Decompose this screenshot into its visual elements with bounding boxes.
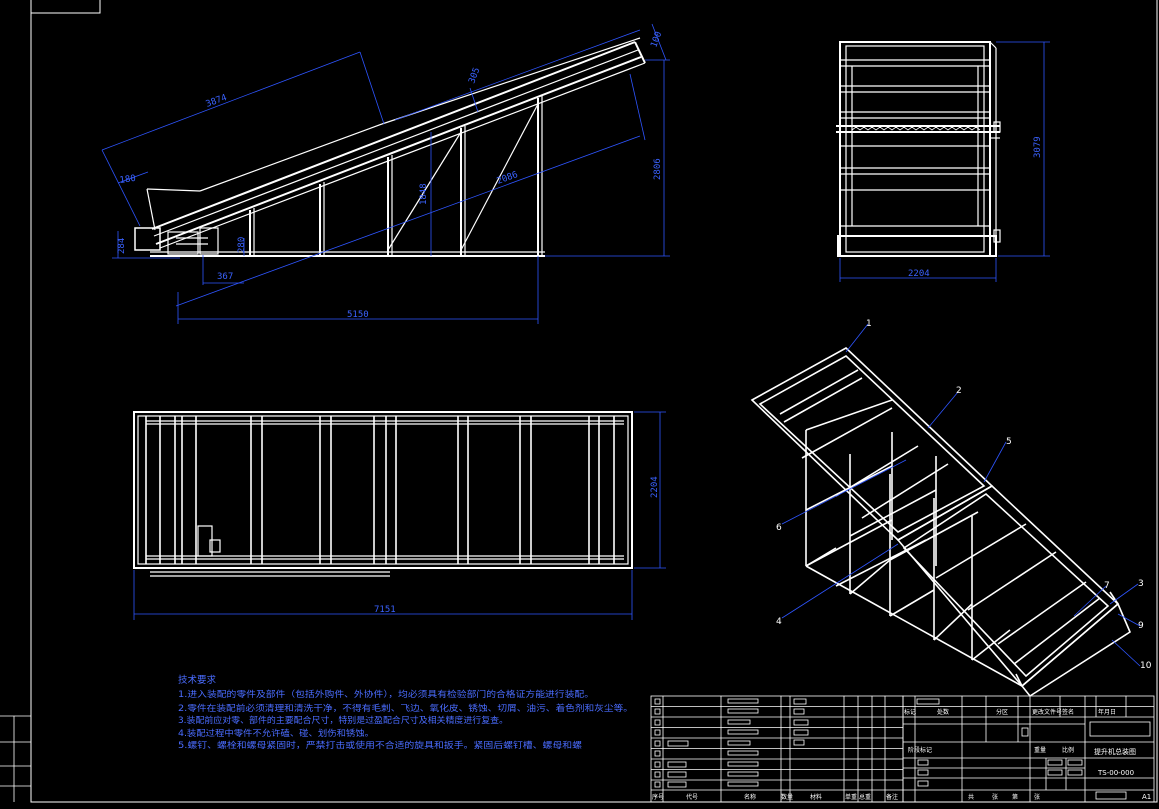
drawing-border	[30, 0, 1158, 803]
part-label-7: 7	[1104, 581, 1110, 591]
drawing-number: TS-00-000	[1097, 769, 1134, 777]
dim-left-height: 284	[117, 238, 127, 254]
dim-top-end: 100	[649, 30, 664, 49]
dim-incline-length: 3874	[205, 93, 229, 110]
dim-foot-length: 367	[217, 272, 233, 282]
rev-header-sign: 签名	[1062, 708, 1074, 716]
technical-requirements: 技术要求 1.进入装配的零件及部件（包括外购件、外协件），均必须具有检验部门的合…	[178, 674, 633, 751]
bom-footer-qty: 数量	[781, 793, 793, 801]
dim-end-width: 2204	[908, 269, 930, 279]
isometric-view	[750, 347, 1132, 698]
part-label-6: 6	[776, 523, 782, 533]
bom-footer-remarks: 备注	[886, 793, 898, 801]
part-label-9: 9	[1138, 621, 1144, 631]
tech-req-item-3: 3.装配前应对零、部件的主要配合尺寸，特别是过盈配合尺寸及相关精度进行复查。	[178, 714, 508, 726]
drawing-title: 提升机总装图	[1094, 747, 1136, 756]
side-view	[134, 37, 646, 257]
dim-plan-length: 7151	[374, 605, 396, 615]
scale-label: 比例	[1062, 746, 1074, 754]
sheet-total-label: 共	[968, 793, 974, 801]
dim-plan-width: 2204	[650, 476, 660, 498]
tech-req-heading: 技术要求	[178, 674, 217, 686]
bom-footer-total-weight: 总重	[859, 793, 871, 801]
part-label-10: 10	[1140, 661, 1152, 671]
part-label-4: 4	[776, 617, 782, 627]
dim-rise-height: 1848	[419, 183, 429, 205]
plan-view	[133, 411, 633, 577]
bom-footer-name: 名称	[744, 793, 756, 801]
bom-footer: 序号 代号 名称 数量 材料 单重 总重 备注	[652, 793, 898, 801]
title-block	[902, 695, 1155, 803]
rev-header-date: 年月日	[1098, 708, 1116, 716]
sheet-total-unit: 张	[992, 793, 998, 801]
side-view-dimensions	[101, 23, 670, 324]
isometric-part-labels: 1 2 5 6 4 7 3 9 10	[776, 319, 1152, 671]
bom-footer-unit-weight: 单重	[845, 793, 857, 801]
tech-req-item-1: 1.进入装配的零件及部件（包括外购件、外协件），均必须具有检验部门的合格证方能进…	[178, 688, 594, 700]
bom-footer-index: 序号	[652, 793, 664, 801]
rev-header-mark: 标记	[904, 708, 916, 716]
tech-req-item-4: 4.装配过程中零件不允许磕、碰、划伤和锈蚀。	[178, 727, 374, 739]
end-view-dimensions	[839, 41, 1050, 282]
isometric-leaders	[781, 323, 1141, 667]
bom-footer-code: 代号	[686, 793, 698, 801]
end-view	[836, 41, 1001, 257]
dim-foot-height: 280	[237, 237, 247, 253]
dim-total-height: 2806	[653, 158, 663, 180]
tech-req-item-5: 5.螺钉、螺栓和螺母紧固时，严禁打击或使用不合适的旋具和扳手。紧固后螺钉槽、螺母…	[178, 739, 582, 751]
dim-total-length: 5150	[347, 310, 369, 320]
rev-header-file: 更改文件号	[1032, 708, 1062, 716]
dim-end-height: 3079	[1033, 136, 1043, 158]
part-label-2: 2	[956, 386, 962, 396]
dim-upper-width: 305	[467, 66, 482, 85]
weight-label: 重量	[1034, 746, 1046, 754]
dim-top-offset: 180	[119, 174, 136, 186]
stage-label: 阶段标记	[908, 746, 932, 754]
bom-footer-material: 材料	[810, 793, 822, 801]
sheet-size: A1	[1142, 793, 1151, 801]
rev-header-count: 处数	[937, 708, 949, 716]
title-block-labels: 标记 处数 分区 更改文件号 签名 年月日 阶段标记 重量 比例 共 张 第 张…	[904, 708, 1151, 801]
tech-req-item-2: 2.零件在装配前必须清理和清洗干净，不得有毛刺、飞边、氧化皮、锈蚀、切屑、油污、…	[178, 702, 633, 714]
part-label-1: 1	[866, 319, 872, 329]
plan-view-dimensions	[133, 411, 666, 620]
bom-table	[650, 695, 904, 803]
part-label-5: 5	[1006, 437, 1012, 447]
sheet-no-label: 第	[1012, 793, 1018, 801]
sheet-no-unit: 张	[1034, 793, 1040, 801]
rev-header-zone: 分区	[996, 708, 1008, 716]
part-label-3: 3	[1138, 579, 1144, 589]
left-margin-table	[0, 715, 31, 802]
side-view-dimension-text: 3874 180 284 280 367 5150 305 1848 2086 …	[117, 30, 664, 320]
